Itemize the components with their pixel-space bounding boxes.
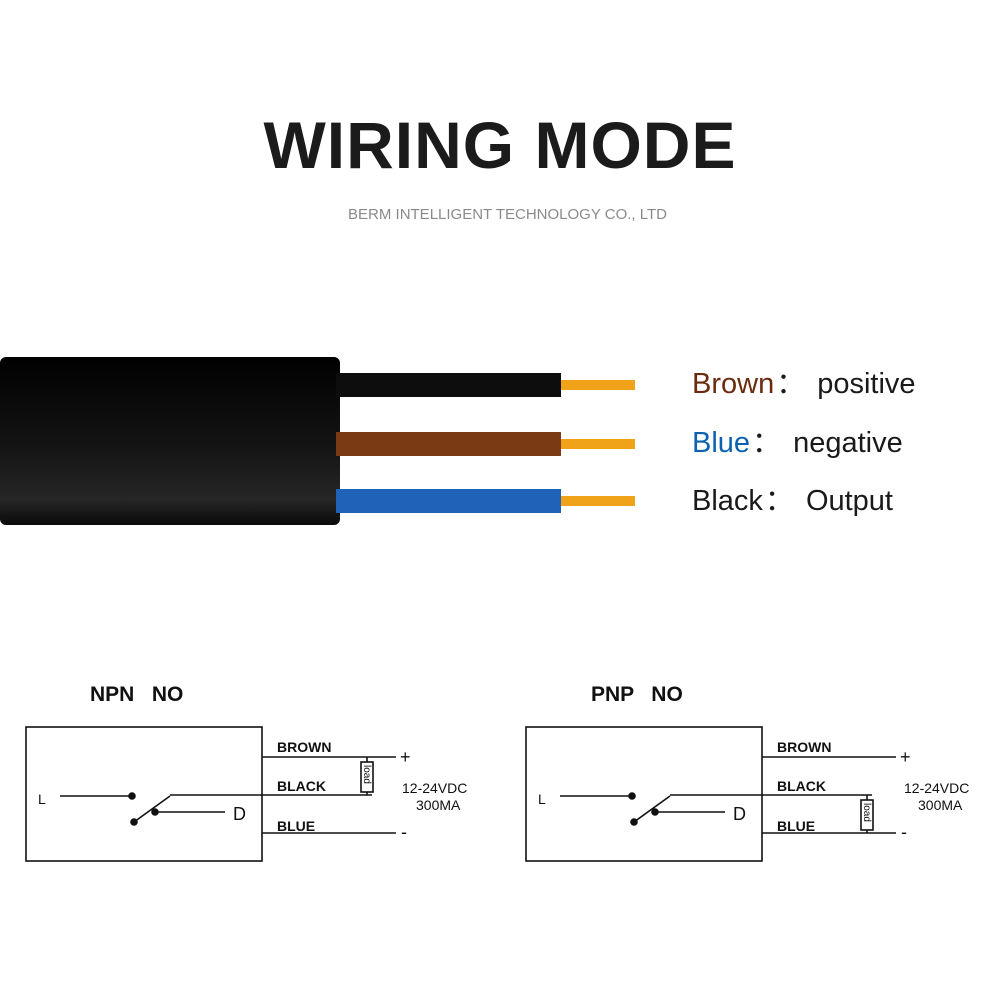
npn-diagram-title: NPN NO: [90, 683, 184, 706]
supply-current: 300MA: [918, 797, 963, 813]
switch-blade: [133, 795, 171, 823]
sensor-box: [525, 726, 763, 862]
switch-contact: [628, 792, 636, 800]
black-wire-label: BLACK: [277, 778, 326, 794]
minus-sign: -: [401, 822, 407, 842]
black-wire-conductor: [561, 380, 635, 390]
legend-color-name: Brown: [692, 368, 775, 400]
switch-blade: [633, 795, 671, 823]
legend-color-name: Black: [692, 485, 763, 517]
legend-separator: ：: [776, 368, 806, 400]
brown-wire-conductor: [561, 439, 635, 449]
brown-wire-label: BROWN: [277, 739, 331, 755]
legend-blue: Blue： negative: [692, 425, 903, 461]
minus-sign: -: [901, 822, 907, 842]
legend-separator: ：: [764, 485, 794, 517]
legend-separator: ：: [752, 427, 782, 459]
blue-wire-conductor: [561, 496, 635, 506]
brown-wire-label: BROWN: [777, 739, 831, 755]
brown-wire-insulation: [336, 432, 561, 456]
supply-voltage: 12-24VDC: [904, 780, 969, 796]
switch-input-label: L: [38, 791, 46, 807]
switch-contact: [130, 818, 138, 826]
blue-wire-insulation: [336, 489, 561, 513]
blue-wire-label: BLUE: [277, 818, 315, 834]
switch-input-label: L: [538, 791, 546, 807]
black-wire-insulation: [336, 373, 561, 397]
load-label: load: [361, 765, 372, 784]
supply-voltage: 12-24VDC: [402, 780, 467, 796]
switch-output-label: D: [233, 804, 246, 824]
black-wire-label: BLACK: [777, 778, 826, 794]
legend-color-name: Blue: [692, 427, 751, 459]
legend-meaning: negative: [793, 427, 903, 459]
switch-contact: [630, 818, 638, 826]
switch-contact: [128, 792, 136, 800]
load-label: load: [861, 803, 872, 822]
legend-black: Black： Output: [692, 483, 893, 519]
blue-wire-label: BLUE: [777, 818, 815, 834]
cable-jacket: [0, 357, 340, 525]
company-name: BERM INTELLIGENT TECHNOLOGY CO., LTD: [348, 206, 667, 223]
pnp-diagram-title: PNP NO: [591, 683, 683, 706]
legend-brown: Brown： positive: [692, 366, 916, 402]
page-title: WIRING MODE: [263, 108, 737, 182]
plus-sign: +: [900, 747, 911, 767]
supply-current: 300MA: [416, 797, 461, 813]
plus-sign: +: [400, 747, 411, 767]
switch-output-label: D: [733, 804, 746, 824]
legend-meaning: positive: [817, 368, 916, 400]
legend-meaning: Output: [805, 485, 893, 517]
sensor-box: [25, 726, 263, 862]
